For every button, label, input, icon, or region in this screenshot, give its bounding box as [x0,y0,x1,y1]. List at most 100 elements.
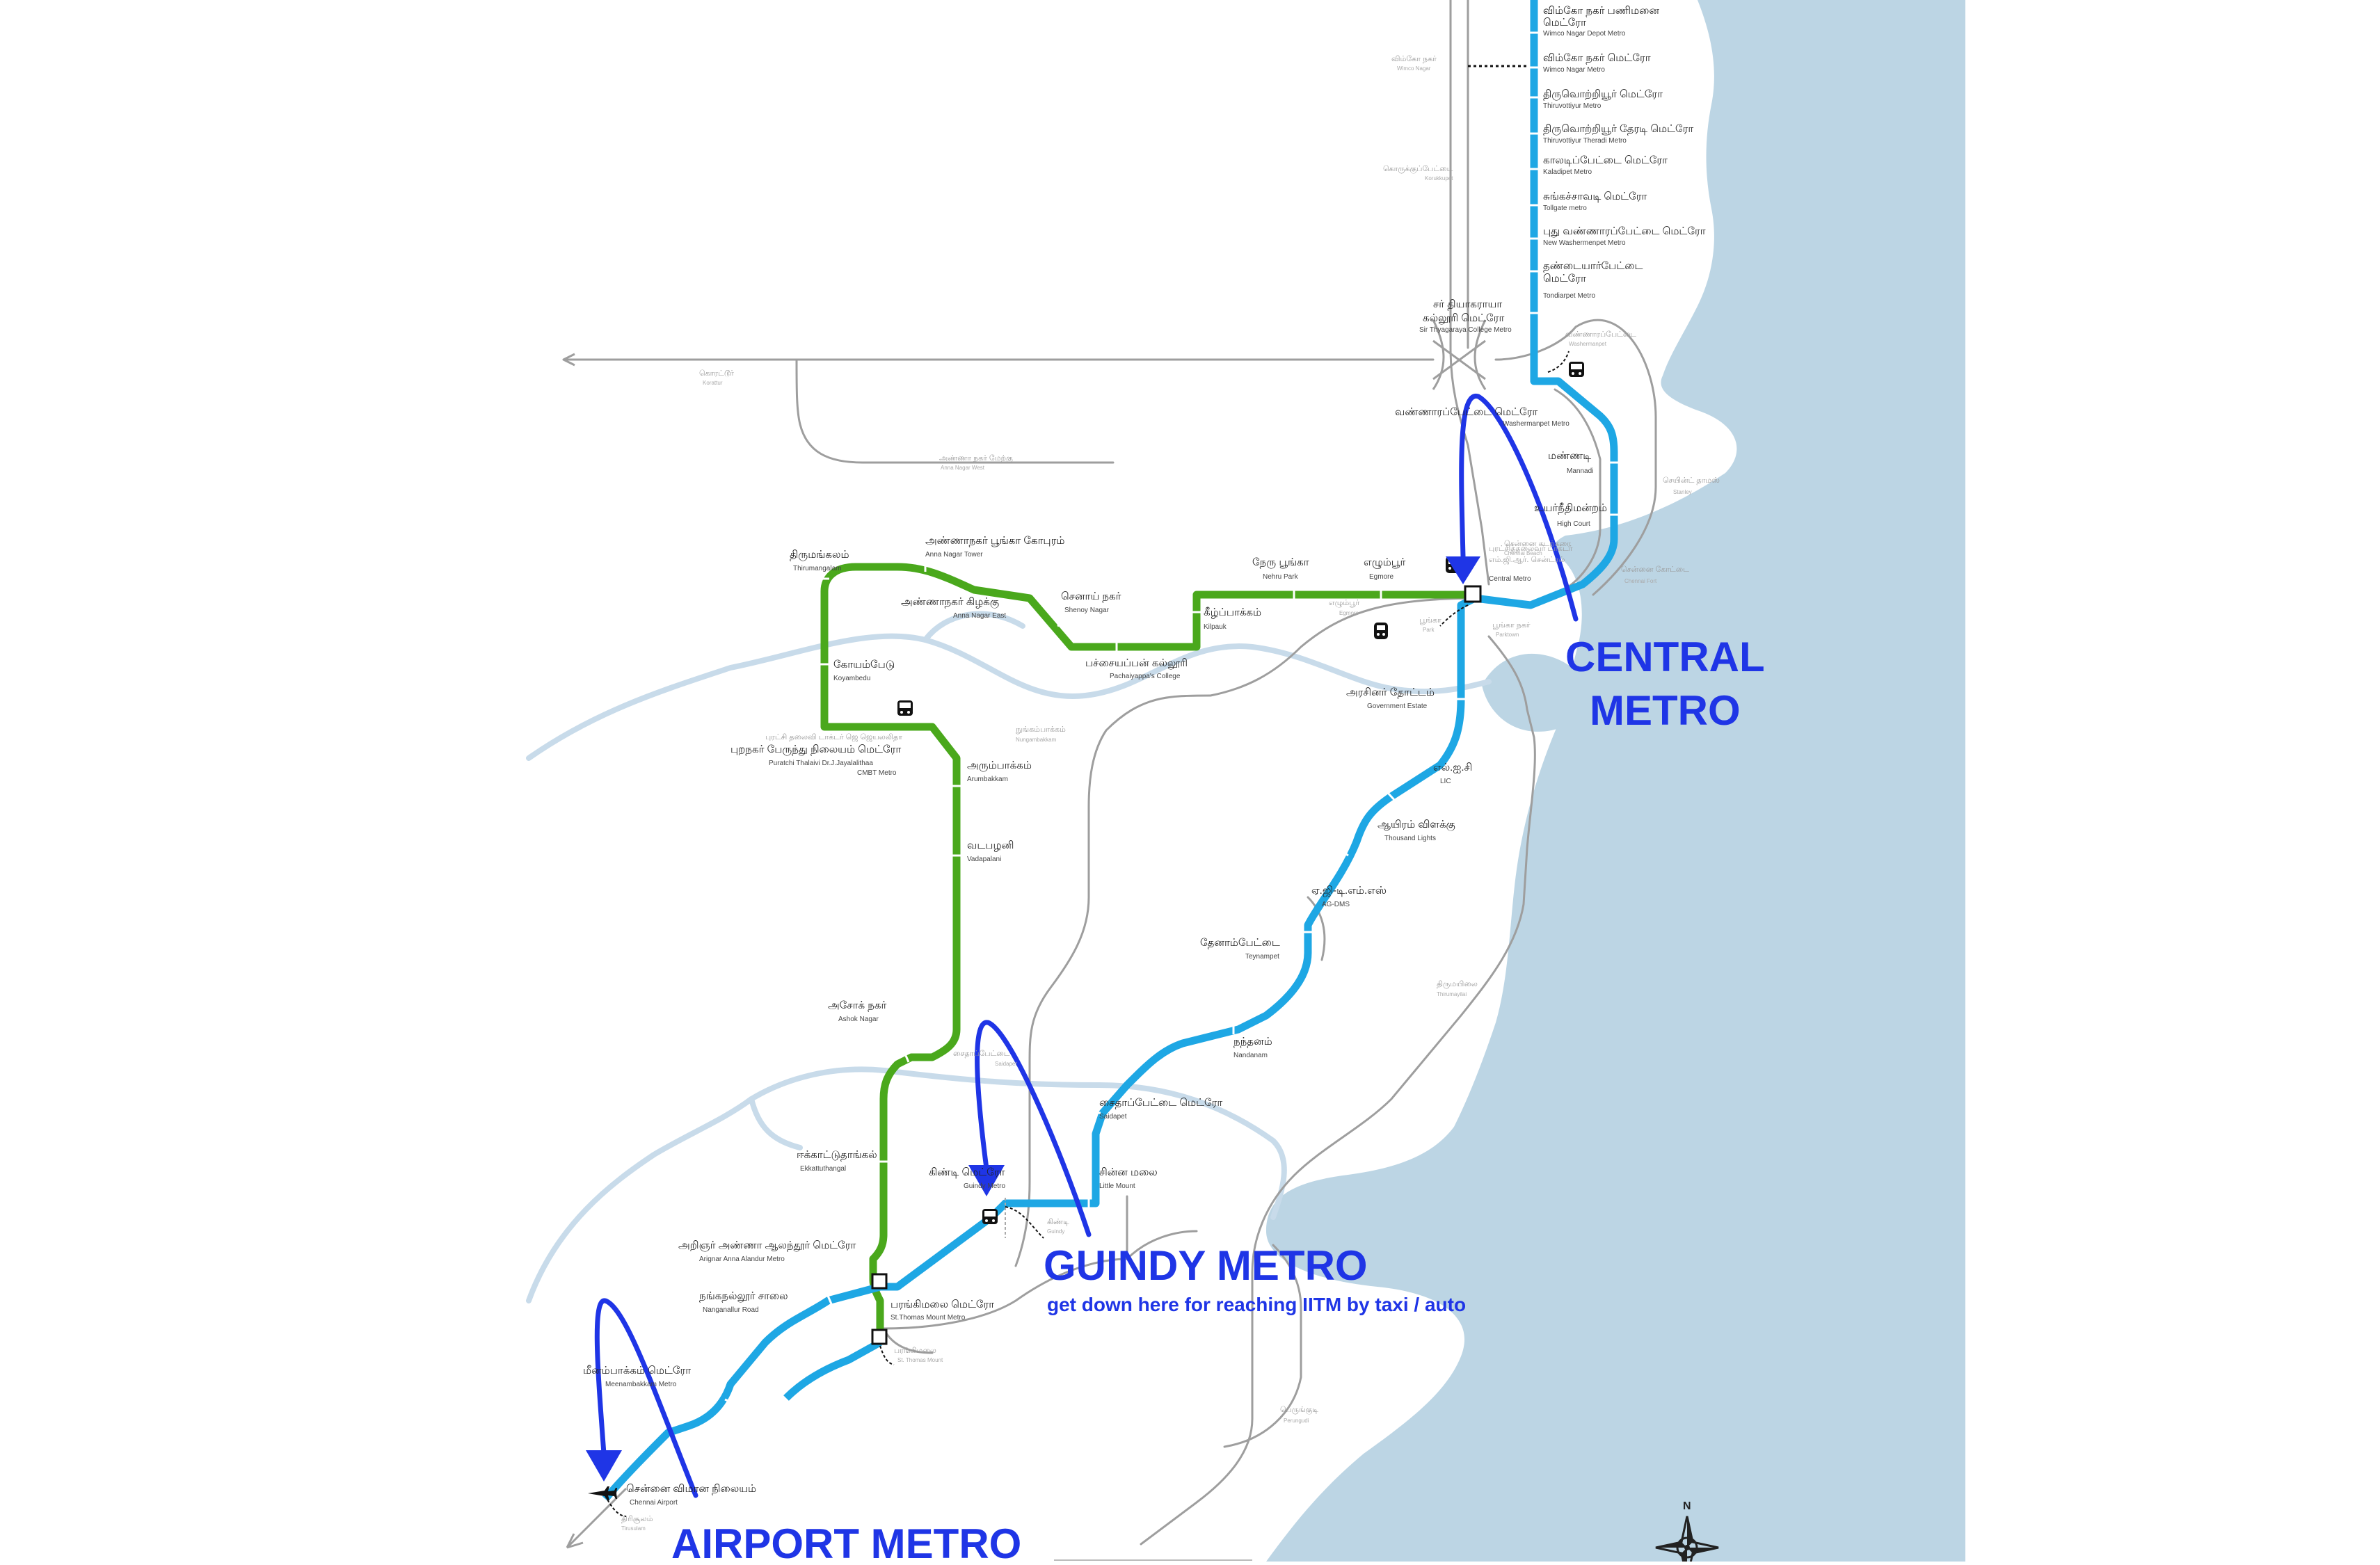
train-icon [1374,623,1388,639]
label-kaladipet-en: Kaladipet Metro [1543,168,1592,176]
compass-north-label: N [1683,1500,1691,1512]
callout-arrowheads [586,556,1480,1482]
rail-egmore-ta: எழும்பூர் [1329,599,1359,608]
road-arrow-west [563,353,575,367]
rail-saidapet-en: Saidapet [995,1061,1017,1067]
label-tondiarpet-ta: தண்டையார்பேட்டை [1543,260,1643,272]
bus-icon [982,1209,998,1224]
label-wimco-ta: விம்கோ நகர் மெட்ரோ [1543,52,1651,64]
label-nanganallur-en: Nanganallur Road [703,1306,759,1314]
label-stm-en: St.Thomas Mount Metro [890,1314,966,1322]
label-saidapet-en: Saidapet [1099,1113,1127,1121]
rail-nungambakkam-ta: நுங்கம்பாக்கம் [1016,725,1066,734]
label-central-ta2: எம்.ஜி.ஆர். சென்ட்ரல் [1489,556,1565,565]
label-cmbt-ta: புரட்சி தலைவி டாக்டர் ஜெ ஜெயலலிதா [765,733,902,742]
label-shenoy-en: Shenoy Nagar [1064,607,1110,614]
label-airport-en: Chennai Airport [630,1499,678,1507]
label-thiruvottiyur-en: Thiruvottiyur Metro [1543,102,1602,110]
label-alandur-en: Arignar Anna Alandur Metro [699,1255,785,1263]
interchange [1432,319,1487,390]
label-guindy-en: Guindy Metro [964,1182,1005,1190]
label-thirumangalam-ta: திருமங்கலம் [790,549,849,561]
label-ashok-en: Ashok Nagar [838,1016,879,1023]
label-thyagaraya-ta2: கல்லூரி மெட்ரோ [1423,312,1504,325]
rail-wimco-en: Wimco Nagar [1397,65,1431,72]
label-thiruvottiyur-ta: திருவொற்றியூர் மெட்ரோ [1543,88,1663,100]
label-kilpauk-ta: கீழ்ப்பாக்கம் [1204,607,1261,618]
label-anna-east-en: Anna Nagar East [953,612,1006,620]
compass-rose-icon [1655,1516,1719,1565]
stm-walk-link [879,1345,895,1365]
rail-fort-ta: சென்னை கோட்டை [1621,565,1689,574]
label-wimco-en: Wimco Nagar Metro [1543,66,1605,74]
label-tollgate-ta: சுங்கச்சாவடி மெட்ரோ [1543,191,1647,202]
label-govt-estate-ta: அரசினர் தோட்டம் [1346,687,1435,698]
label-mannadi-en: Mannadi [1567,467,1593,475]
rail-fort-en: Chennai Fort [1624,578,1657,584]
label-arumbakkam-ta: அரும்பாக்கம் [967,760,1032,771]
label-thousand-lights-ta: ஆயிரம் விளக்கு [1377,819,1455,831]
rail-thirumayilai-ta: திருமயிலை [1437,980,1478,988]
rail-saidapet-ta: சைதாப்பேட்டை [953,1050,1010,1058]
label-thyagaraya-en: Sir Thyagaraya College Metro [1419,326,1512,334]
rail-tirusulam-en: Tirusulam [621,1525,646,1532]
label-central-en: Central Metro [1489,575,1531,583]
guindy-callout: GUINDY METRO [1044,1242,1368,1289]
label-koyambedu-ta: கோயம்பேடு [833,659,895,671]
rail-washermanpet-en: Washermanpet [1569,341,1607,347]
bus-icon [897,700,913,716]
rail-wimco-ta: விம்கோ நகர் [1391,55,1437,63]
label-teynampet-ta: தேனாம்பேட்டை [1200,937,1280,949]
label-nanganallur-ta: நங்கநல்லூர் சாலை [699,1290,788,1303]
rail-parktown-en: Parktown [1496,632,1519,638]
label-high-court-en: High Court [1557,520,1590,528]
central-walk-link [1439,604,1469,627]
station-labels: விம்கோ நகர் பணிமனை மெட்ரோ Wimco Nagar De… [583,5,1706,1507]
label-meenambakkam-ta: மீனம்பாக்கம் மெட்ரோ [583,1365,691,1377]
label-washermenpet-ta: புது வண்ணாரப்பேட்டை மெட்ரோ [1543,225,1706,237]
rail-washermanpet-ta: வண்ணாரப்பேட்டை [1565,330,1636,339]
rail-nungambakkam-en: Nungambakkam [1016,737,1057,743]
label-little-mount-ta: சின்ன மலை [1099,1166,1158,1178]
rail-guindy-en: Guindy [1047,1228,1064,1235]
label-cmbt-en: Puratchi Thalaivi Dr.J.Jayalalithaa [769,760,873,767]
label-egmore-en: Egmore [1369,573,1393,581]
callout-arrows [594,394,1579,1498]
rail-stanley-ta: செயின்ட் தாமஸ் [1663,476,1720,485]
label-wimco-depot-ta: விம்கோ நகர் பணிமனை [1543,5,1659,17]
label-wimco-depot-en: Wimco Nagar Depot Metro [1543,30,1626,38]
label-cmbt-en2: CMBT Metro [857,769,897,777]
guindy-walk-link [1005,1206,1044,1239]
label-shenoy-ta: செனாய் நகர் [1061,591,1121,602]
rail-beach-ta: சென்னை கடற்கரை [1504,540,1571,548]
label-teynampet-en: Teynampet [1245,953,1279,961]
rail-park-ta: பூங்கா [1419,616,1441,625]
label-pachaiyappas-ta: பச்சையப்பன் கல்லூரி [1085,657,1188,670]
rail-korukkupet-ta: கொருக்குப்பேட்டை [1383,165,1453,175]
blue-line-stm [783,1339,882,1401]
label-meenambakkam-en: Meenambakkam Metro [605,1381,677,1388]
label-vadapalani-en: Vadapalani [967,856,1001,863]
central-interchange [1464,585,1482,603]
roads [562,0,1657,1546]
rail-stm-ta: பரங்கிமலை [894,1347,936,1355]
label-koyambedu-en: Koyambedu [833,675,870,682]
label-anna-tower-ta: அண்ணாநகர் பூங்கா கோபுரம் [925,535,1064,547]
label-theradi-en: Thiruvottiyur Theradi Metro [1543,137,1627,145]
airplane-icon [588,1486,617,1500]
rail-park-en: Park [1423,627,1435,633]
rail-egmore-en: Egmore [1339,610,1359,616]
label-anna-east-ta: அண்ணாநகர் கிழக்கு [901,596,999,609]
alandur-interchange [871,1273,888,1290]
label-cmbt-ta2: புறநகர் பேருந்து நிலையம் மெட்ரோ [730,744,901,755]
label-airport-ta: சென்னை விமான நிலையம் [626,1483,756,1495]
label-little-mount-en: Little Mount [1099,1182,1135,1190]
label-ag-dms-ta: ஏ.ஜி-டி.எம்.எஸ் [1311,885,1387,897]
label-central-ta: புரட்சித்தலைவர் டாக்டர் [1489,545,1573,553]
label-arumbakkam-en: Arumbakkam [967,776,1008,783]
label-washermanpet-en: Washermanpet Metro [1503,420,1570,428]
label-nandanam-en: Nandanam [1233,1052,1268,1059]
rail-perungudi-ta: பெருங்குடி [1280,1406,1318,1415]
rail-parktown-ta: பூங்கா நகர் [1492,621,1531,629]
